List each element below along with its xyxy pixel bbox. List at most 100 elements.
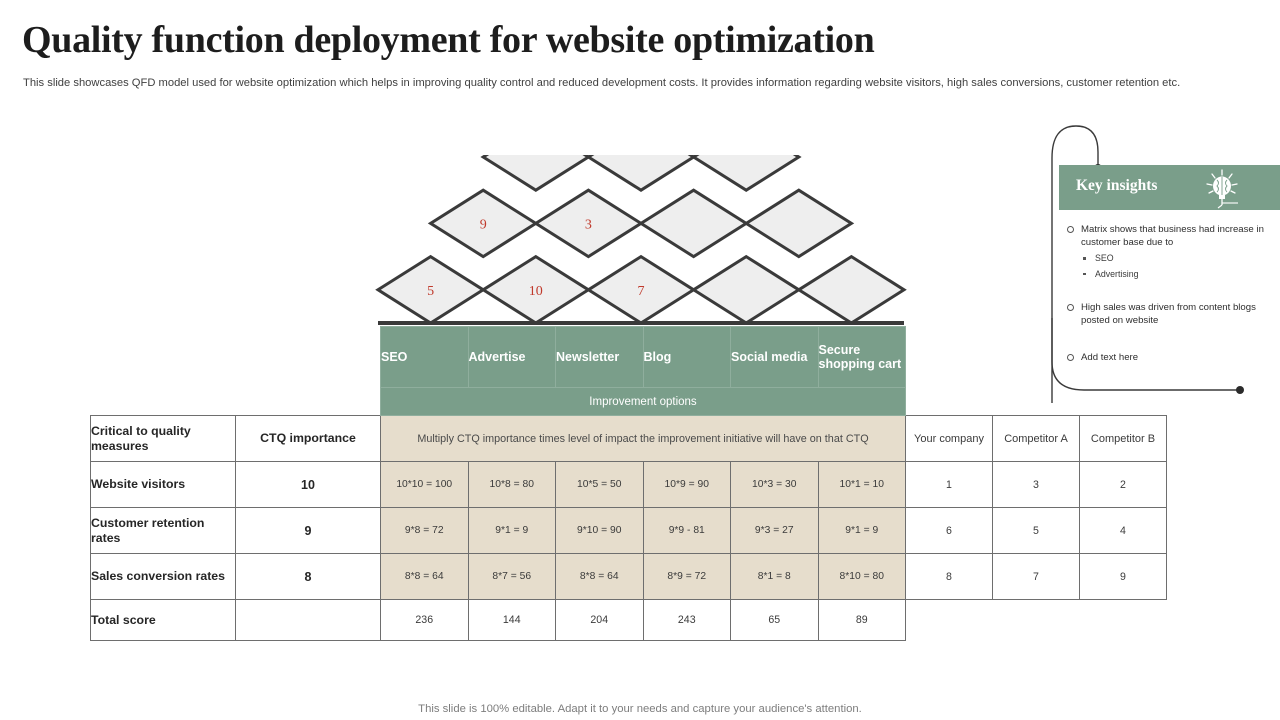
- option-header-blog[interactable]: Blog: [642, 326, 731, 388]
- total-cell: 236: [380, 599, 469, 641]
- bullet-icon: [1067, 354, 1074, 361]
- row-ctq: 8: [235, 553, 381, 600]
- your-company-score: 1: [905, 461, 993, 508]
- roof-cell: [532, 188, 644, 259]
- matrix-cell: 8*1 = 8: [730, 553, 819, 600]
- bullet-icon: [1067, 304, 1074, 311]
- matrix-cell: 10*3 = 30: [730, 461, 819, 508]
- spacer-cell: [236, 388, 381, 416]
- option-header-seo[interactable]: SEO: [380, 326, 469, 388]
- your-company-score: 8: [905, 553, 993, 600]
- roof-correlation-value: 10: [529, 284, 543, 299]
- your-company-score: 6: [905, 507, 993, 554]
- table-row: Sales conversion rates 8 8*8 = 64 8*7 = …: [90, 553, 1167, 600]
- qfd-roof: 9 3 5 10 7: [371, 0, 911, 327]
- competitor-b-score: 4: [1079, 507, 1167, 554]
- lightbulb-icon: [1206, 169, 1238, 209]
- matrix-cell: 10*1 = 10: [817, 461, 906, 508]
- table-header-row: Critical to quality measures CTQ importa…: [90, 415, 1167, 462]
- spacer-cell: [91, 327, 236, 388]
- matrix-cell: 9*3 = 27: [730, 507, 819, 554]
- table-row: Customer retention rates 9 9*8 = 72 9*1 …: [90, 507, 1167, 554]
- row-label: Customer retention rates: [90, 507, 236, 554]
- header-ctq-importance: CTQ importance: [235, 415, 381, 462]
- total-score-row: Total score 236 144 204 243 65 89: [90, 599, 1167, 641]
- spacer-cell: [906, 327, 993, 388]
- insight-text: Add text here: [1081, 352, 1139, 363]
- table-row: Website visitors 10 10*10 = 100 10*8 = 8…: [90, 461, 1167, 508]
- matrix-cell: 9*1 = 9: [467, 507, 556, 554]
- roof-cell: [638, 188, 750, 259]
- row-label: Website visitors: [90, 461, 236, 508]
- spacer-cell: [1080, 600, 1167, 641]
- total-ctq: [235, 599, 381, 641]
- page-subtitle: This slide showcases QFD model used for …: [23, 77, 1181, 89]
- spacer-cell: [236, 327, 381, 388]
- matrix-cell: 8*10 = 80: [817, 553, 906, 600]
- matrix-cell: 8*8 = 64: [380, 553, 469, 600]
- matrix-cell: 8*7 = 56: [467, 553, 556, 600]
- matrix-cell: 8*8 = 64: [555, 553, 644, 600]
- competitor-b-score: 2: [1079, 461, 1167, 508]
- roof-cell: [690, 122, 802, 192]
- spacer-cell: [993, 388, 1080, 416]
- insight-item: High sales was driven from content blogs…: [1067, 302, 1270, 327]
- subbullet-icon: [1083, 272, 1086, 275]
- row-ctq: 9: [235, 507, 381, 554]
- matrix-cell: 10*5 = 50: [555, 461, 644, 508]
- spacer-cell: [1080, 388, 1167, 416]
- roof-correlation-value: 5: [427, 284, 434, 299]
- footer-note: This slide is 100% editable. Adapt it to…: [418, 703, 862, 715]
- improvement-options-band: Improvement options: [380, 387, 906, 416]
- total-cell: 243: [642, 599, 731, 641]
- subbullet-icon: [1083, 257, 1086, 260]
- insight-item: Matrix shows that business had increase …: [1067, 224, 1270, 280]
- roof-correlation-value: 7: [638, 284, 645, 299]
- key-insights-panel: Key insights: [1059, 165, 1280, 382]
- key-insights-body: Matrix shows that business had increase …: [1059, 210, 1280, 365]
- qfd-matrix: SEO Advertise Newsletter Blog Social med…: [90, 326, 1167, 641]
- insight-subitem: SEO: [1081, 252, 1270, 265]
- option-header-advertise[interactable]: Advertise: [467, 326, 556, 388]
- page-title: Quality function deployment for website …: [22, 19, 875, 61]
- roof-cell: [690, 254, 802, 325]
- header-your-company: Your company: [905, 415, 993, 462]
- matrix-cell: 9*9 - 81: [642, 507, 731, 554]
- key-insights-header: Key insights: [1059, 165, 1280, 210]
- insight-item: Add text here: [1067, 352, 1270, 365]
- competitor-a-score: 3: [992, 461, 1080, 508]
- spacer-cell: [906, 600, 993, 641]
- matrix-cell: 9*1 = 9: [817, 507, 906, 554]
- header-competitor-b: Competitor B: [1079, 415, 1167, 462]
- option-header-secure-shopping-cart[interactable]: Secure shopping cart: [817, 326, 906, 388]
- competitor-b-score: 9: [1079, 553, 1167, 600]
- row-label: Sales conversion rates: [90, 553, 236, 600]
- roof-cell: [795, 254, 907, 325]
- header-critical-to-quality: Critical to quality measures: [90, 415, 236, 462]
- option-header-social-media[interactable]: Social media: [730, 326, 819, 388]
- roof-cell: [427, 188, 539, 259]
- qfd-table: SEO Advertise Newsletter Blog Social med…: [90, 326, 1167, 641]
- roof-cell: [743, 188, 855, 259]
- total-cell: 89: [817, 599, 906, 641]
- matrix-cell: 10*8 = 80: [467, 461, 556, 508]
- insight-subitem-text: Advertising: [1095, 268, 1139, 279]
- spacer-cell: [91, 388, 236, 416]
- matrix-cell: 10*9 = 90: [642, 461, 731, 508]
- matrix-cell: 8*9 = 72: [642, 553, 731, 600]
- total-cell: 144: [467, 599, 556, 641]
- improvement-band-row: Improvement options: [91, 387, 1167, 416]
- spacer-cell: [993, 600, 1080, 641]
- insight-text: High sales was driven from content blogs…: [1081, 302, 1256, 326]
- matrix-cell: 10*10 = 100: [380, 461, 469, 508]
- key-insights-title: Key insights: [1076, 177, 1158, 194]
- roof-correlation-value: 3: [585, 217, 592, 232]
- total-cell: 65: [730, 599, 819, 641]
- bullet-icon: [1067, 226, 1074, 233]
- roof-correlation-value: 9: [480, 217, 487, 232]
- option-header-newsletter[interactable]: Newsletter: [555, 326, 644, 388]
- roof-cell: [480, 122, 592, 192]
- header-competitor-a: Competitor A: [992, 415, 1080, 462]
- spacer-cell: [906, 388, 993, 416]
- competitor-a-score: 7: [992, 553, 1080, 600]
